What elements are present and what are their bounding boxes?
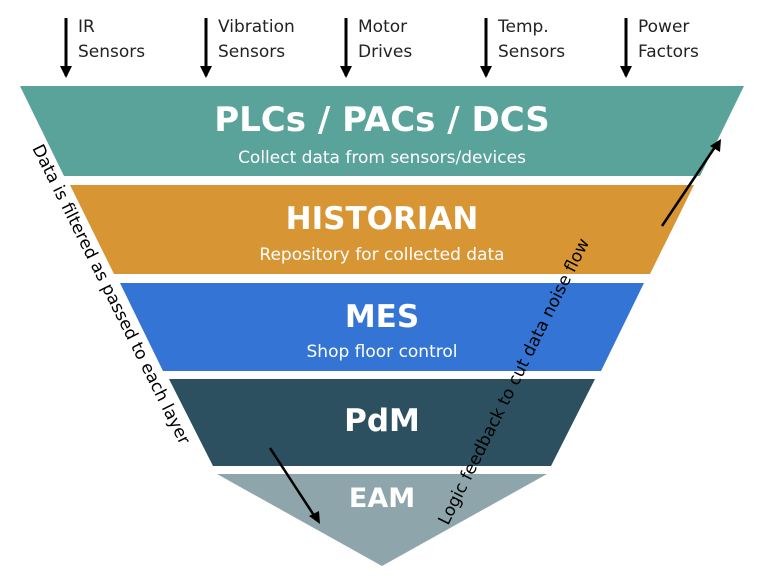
input-label-line2: Drives xyxy=(358,42,412,62)
svg-text:Motor Drives: Motor Drives xyxy=(358,17,413,62)
layer-plc-band xyxy=(20,86,744,176)
input-group-power: Power Factors xyxy=(620,17,699,78)
layer-subtitle-mes: Shop floor control xyxy=(307,342,458,362)
layer-title-mes: MES xyxy=(345,299,419,335)
input-group-vibration: Vibration Sensors xyxy=(200,17,300,78)
input-label-line2: Factors xyxy=(638,42,699,62)
arrow-head-icon xyxy=(620,66,632,78)
layer-subtitle-plc: Collect data from sensors/devices xyxy=(238,148,526,168)
arrow-head-icon xyxy=(340,66,352,78)
left-note-arrow-icon xyxy=(268,447,319,521)
layer-title-eam: EAM xyxy=(349,483,415,514)
input-label-line1: Vibration xyxy=(218,17,295,37)
input-label-line1: IR xyxy=(78,17,95,37)
input-group-ir: IR Sensors xyxy=(60,17,145,78)
layer-title-pdm: PdM xyxy=(344,403,420,439)
svg-text:Vibration Sensors: Vibration Sensors xyxy=(218,17,300,62)
input-label-line1: Temp. xyxy=(497,17,549,37)
layer-mes-band xyxy=(120,283,644,371)
svg-text:Temp. Sensors: Temp. Sensors xyxy=(497,17,565,62)
input-label-line1: Motor xyxy=(358,17,407,37)
layer-pdm-band xyxy=(169,379,595,466)
svg-text:Power Factors: Power Factors xyxy=(638,17,699,62)
right-note-arrow-icon xyxy=(660,143,719,227)
layer-subtitle-historian: Repository for collected data xyxy=(259,245,504,265)
layer-title-historian: HISTORIAN xyxy=(286,201,479,237)
layer-eam-band xyxy=(217,474,547,566)
input-label-line2: Sensors xyxy=(78,42,145,62)
input-label-line2: Sensors xyxy=(498,42,565,62)
input-label-line1: Power xyxy=(638,17,689,37)
arrow-head-icon xyxy=(200,66,212,78)
input-label-line2: Sensors xyxy=(218,42,285,62)
layer-title-plc: PLCs / PACs / DCS xyxy=(214,100,550,140)
arrow-head-icon xyxy=(480,66,492,78)
layer-historian-band xyxy=(70,185,694,274)
svg-text:IR Sensors: IR Sensors xyxy=(78,17,145,62)
arrow-head-icon xyxy=(60,66,72,78)
arrow-head-icon xyxy=(710,139,721,152)
arrow-head-icon xyxy=(309,511,320,524)
input-group-motor: Motor Drives xyxy=(340,17,413,78)
input-group-temp: Temp. Sensors xyxy=(480,17,565,78)
